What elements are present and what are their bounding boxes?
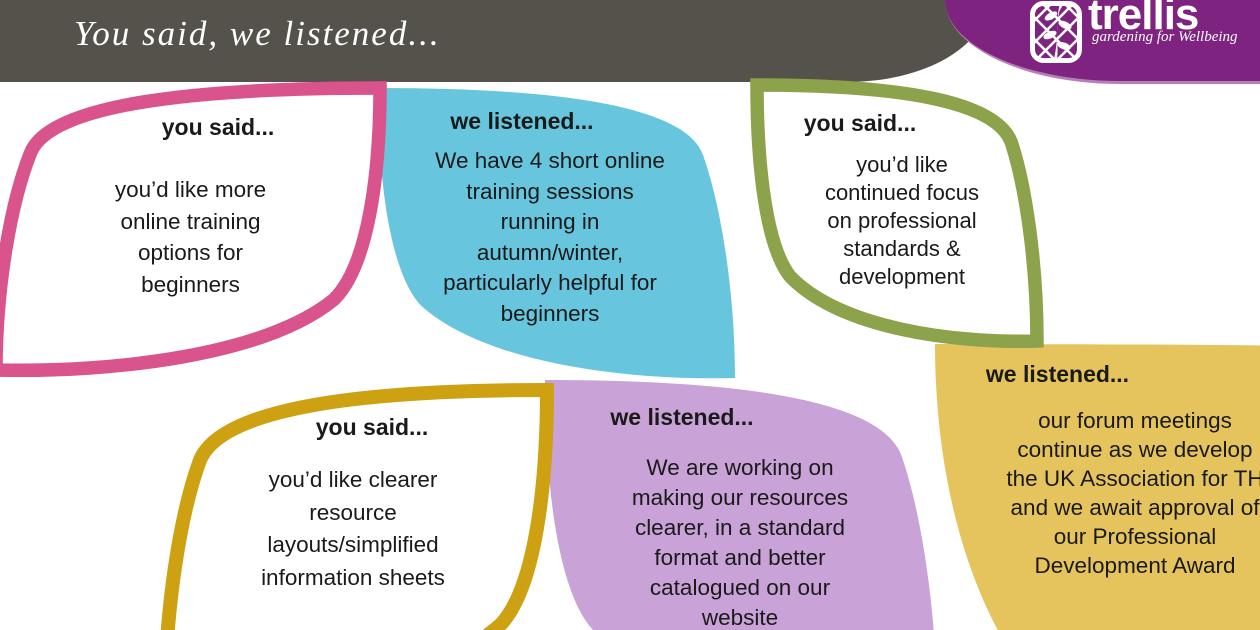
page-title: You said, we listened...	[74, 14, 441, 53]
leaf-body-you-said-gold: you’d like clearer resource layouts/simp…	[261, 467, 445, 590]
leaf-shape-we-listened-purple	[545, 380, 934, 630]
leaf-heading-you-said-pink: you said...	[161, 114, 275, 140]
leaf-heading-we-listened-gold: we listened...	[985, 361, 1130, 387]
leaf-body-we-listened-purple: We are working on making our resources c…	[631, 455, 849, 630]
leaf-body-we-listened-gold: our forum meetings continue as we develo…	[1006, 408, 1260, 578]
leaf-body-you-said-pink: you’d like more online training options …	[114, 177, 267, 297]
leaf-body-you-said-olive: you’d like continued focus on profession…	[824, 152, 980, 289]
header-bar	[0, 0, 988, 82]
leaf-shape-you-said-pink	[0, 88, 380, 370]
leaf-body-we-listened-blue: We have 4 short online training sessions…	[435, 148, 665, 326]
leaf-heading-you-said-olive: you said...	[803, 110, 917, 136]
trellis-lattice-plant-icon	[1030, 1, 1082, 63]
leaf-shape-we-listened-gold	[935, 344, 1260, 630]
leaf-shape-we-listened-blue	[378, 88, 735, 379]
brand-wordmark: trellis	[1088, 0, 1199, 39]
brand-tagline: gardening for Wellbeing	[1092, 29, 1238, 45]
leaf-heading-we-listened-blue: we listened...	[450, 108, 594, 134]
leaf-shape-you-said-olive	[757, 85, 1037, 341]
leaf-shape-you-said-gold	[165, 390, 547, 630]
leaf-heading-we-listened-purple: we listened...	[610, 404, 754, 430]
leaf-heading-you-said-gold: you said...	[315, 414, 429, 440]
